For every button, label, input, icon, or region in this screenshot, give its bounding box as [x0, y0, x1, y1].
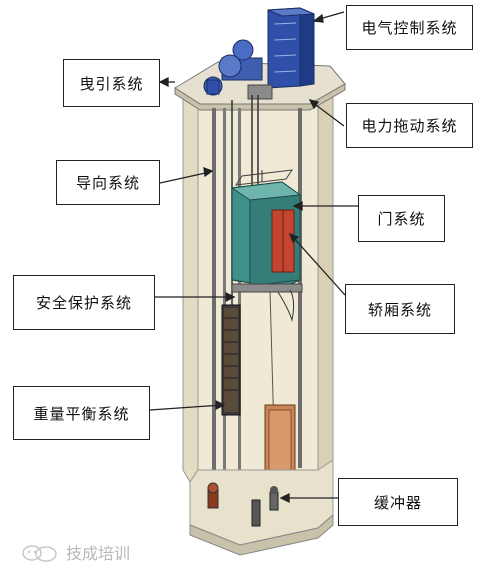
- car-cable-loop: [277, 289, 295, 322]
- safety-gear: [231, 283, 303, 293]
- label-guide: 导向系统: [56, 160, 160, 205]
- label-buffer: 缓冲器: [338, 478, 458, 526]
- label-safety: 安全保护系统: [13, 275, 155, 330]
- label-power-drive: 电力拖动系统: [346, 103, 473, 148]
- label-car: 轿厢系统: [345, 284, 455, 334]
- pit-front-wall: [189, 513, 334, 556]
- watermark-text: 技成培训: [66, 544, 131, 563]
- label-traction: 曳引系统: [63, 59, 160, 107]
- guide-rail-left: [212, 108, 216, 508]
- elevator-car: [230, 169, 302, 289]
- shaft-right-wall: [317, 94, 334, 471]
- label-electrical-control: 电气控制系统: [346, 5, 473, 50]
- machine-room-slab-edge: [174, 83, 346, 111]
- shaft-left-wall: [182, 94, 199, 483]
- leader-lines: [149, 11, 358, 504]
- buffers: [207, 482, 279, 527]
- label-door: 门系统: [358, 195, 445, 242]
- label-counterweight: 重量平衡系统: [13, 386, 150, 440]
- control-cabinet: [267, 7, 315, 89]
- watermark: 技成培训: [20, 540, 130, 564]
- watermark-logo-icon: [22, 545, 57, 562]
- counterweight-frame: [221, 304, 241, 416]
- traction-machine: [203, 39, 273, 100]
